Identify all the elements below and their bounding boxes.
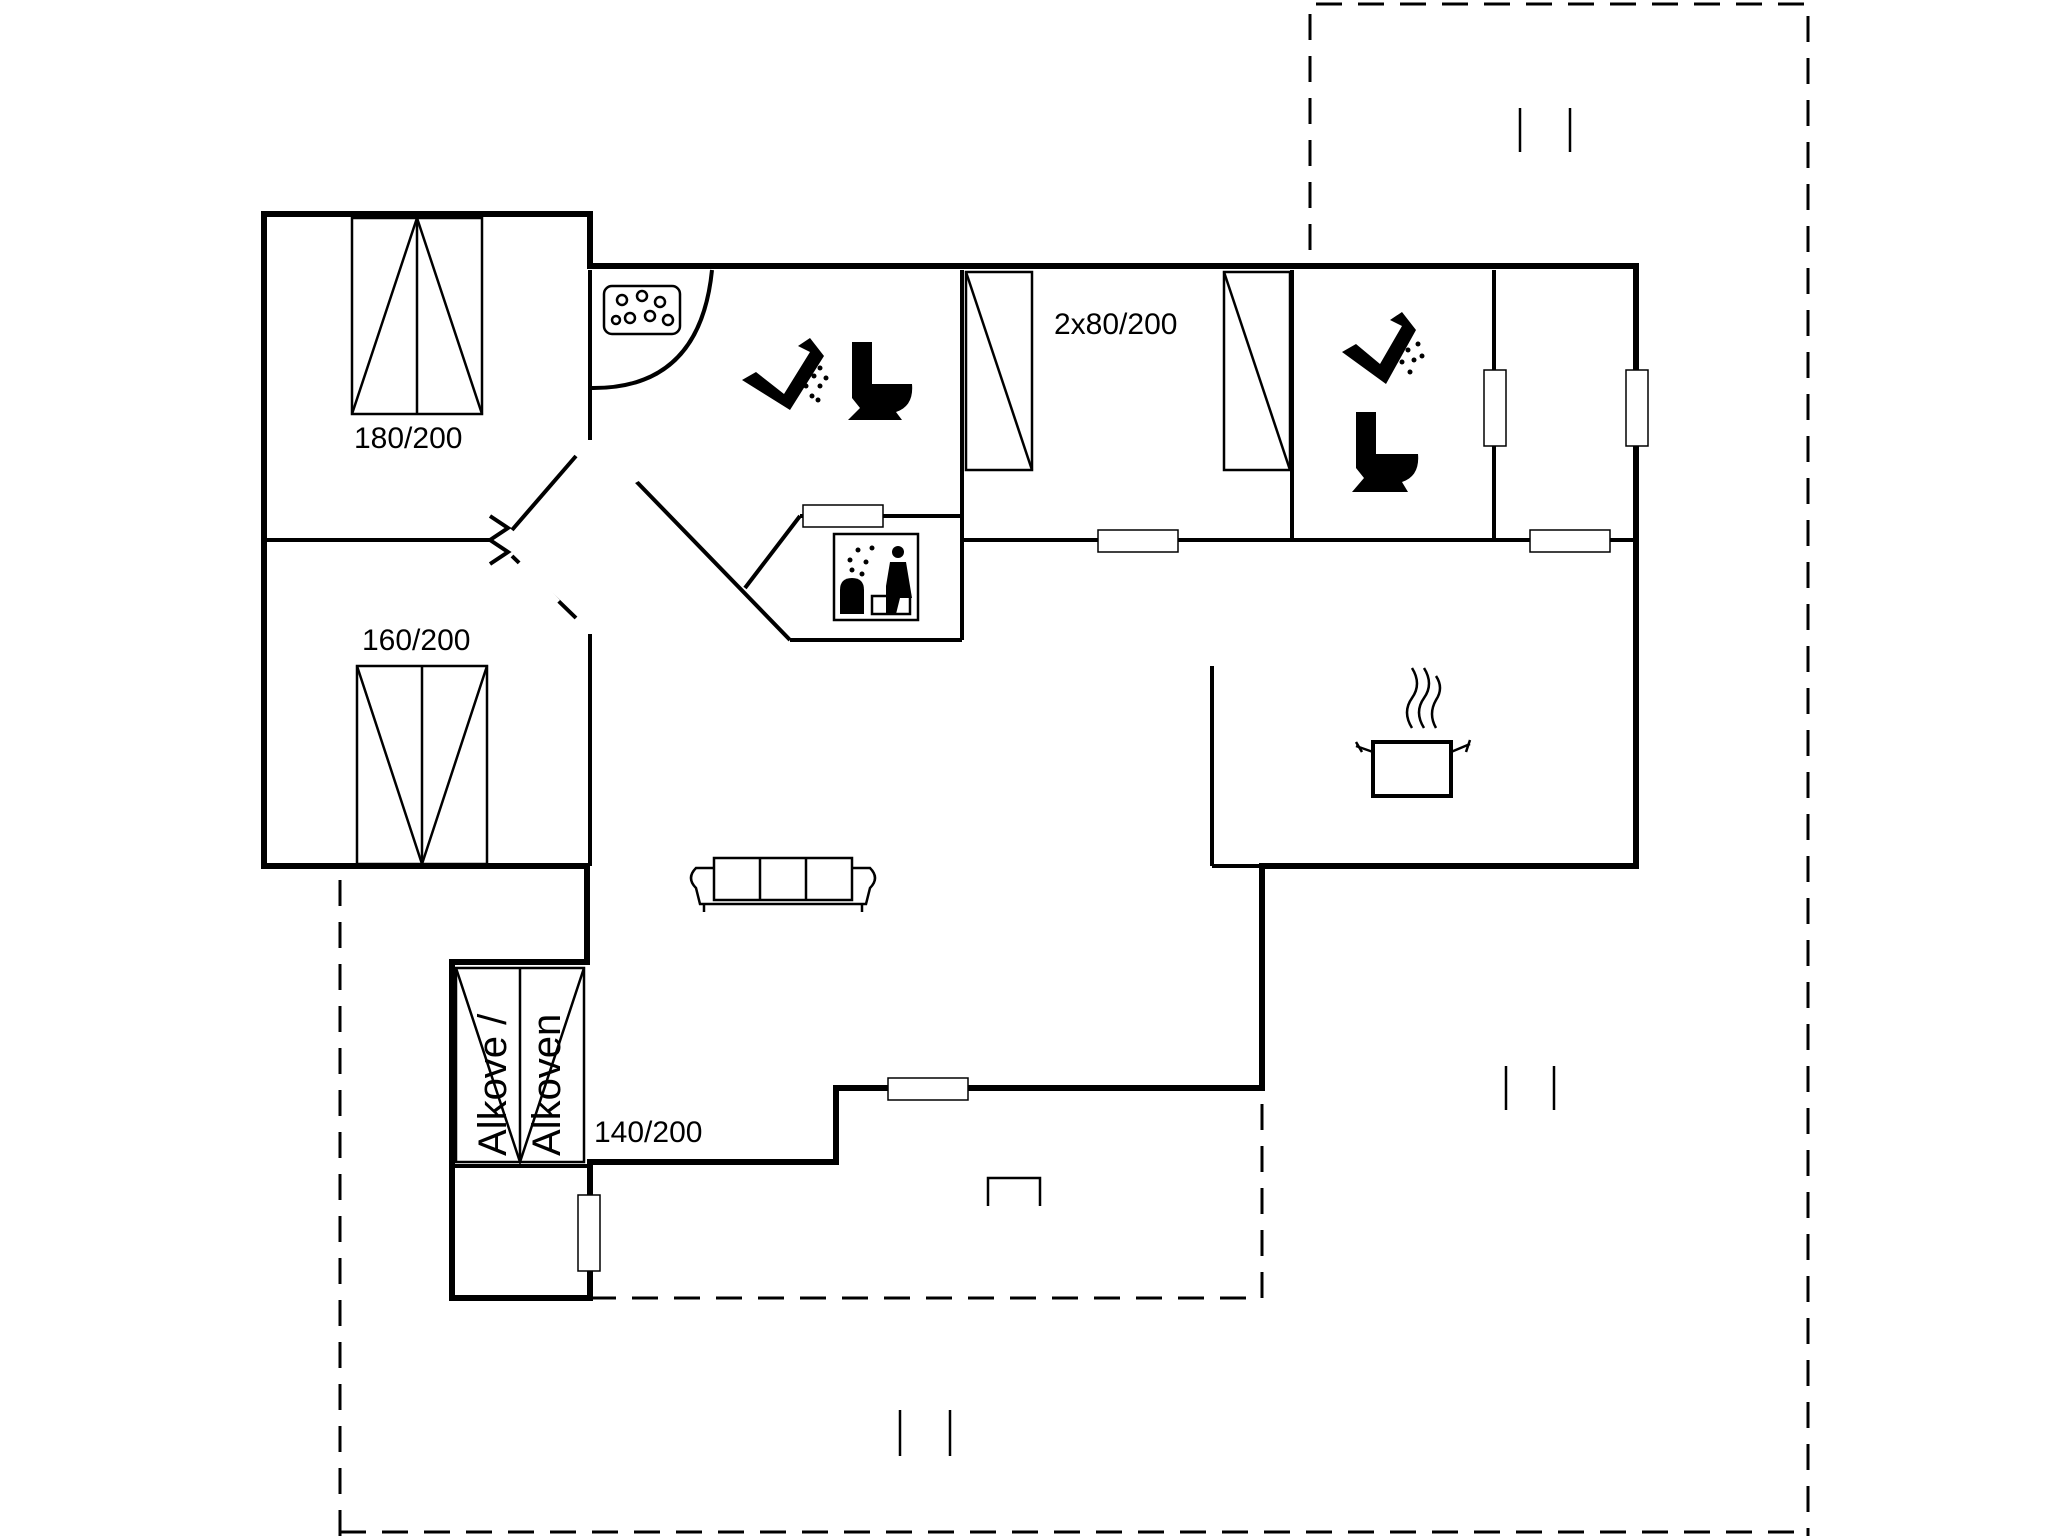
single-bed [1222, 270, 1292, 472]
windows [508, 369, 1649, 1272]
shower-icon [1342, 312, 1425, 384]
window [1097, 529, 1179, 553]
toilet-icon [1352, 412, 1419, 492]
alcove-label: Alkoven [525, 1014, 569, 1156]
bed-size-label: 2x80/200 [1054, 308, 1177, 341]
window [1483, 369, 1507, 447]
bed-size-label: 160/200 [362, 624, 470, 657]
terrace-right-outline [1308, 2, 1810, 1536]
window [802, 504, 884, 528]
terrace-marker-icon [986, 1176, 1042, 1206]
sauna-icon [832, 532, 920, 622]
toilet-icon [848, 342, 913, 420]
beds [350, 214, 1292, 1166]
window [1529, 529, 1611, 553]
single-bed [964, 270, 1034, 472]
whirlpool-icon [589, 269, 714, 391]
alcove-bed [454, 966, 586, 1166]
bed-size-label: 180/200 [354, 422, 462, 455]
exterior-walls [261, 211, 1639, 1301]
sofa-icon [689, 856, 877, 912]
terrace-marker-icon [1518, 108, 1572, 152]
terrace-marker-icon [898, 1410, 952, 1456]
shower-icon [742, 338, 829, 410]
terrace-front-outline [590, 1088, 1264, 1300]
alcove-label: Alkove / [471, 1013, 515, 1156]
terrace-outlines [338, 2, 1810, 1536]
double-bed [350, 214, 484, 416]
window [887, 1077, 969, 1101]
terrace-marker-icon [1504, 1066, 1556, 1110]
double-bed [355, 664, 489, 869]
bed-size-label: 140/200 [594, 1116, 702, 1149]
window [577, 1194, 601, 1272]
window [1625, 369, 1649, 447]
stove-pot-icon [1354, 667, 1472, 798]
